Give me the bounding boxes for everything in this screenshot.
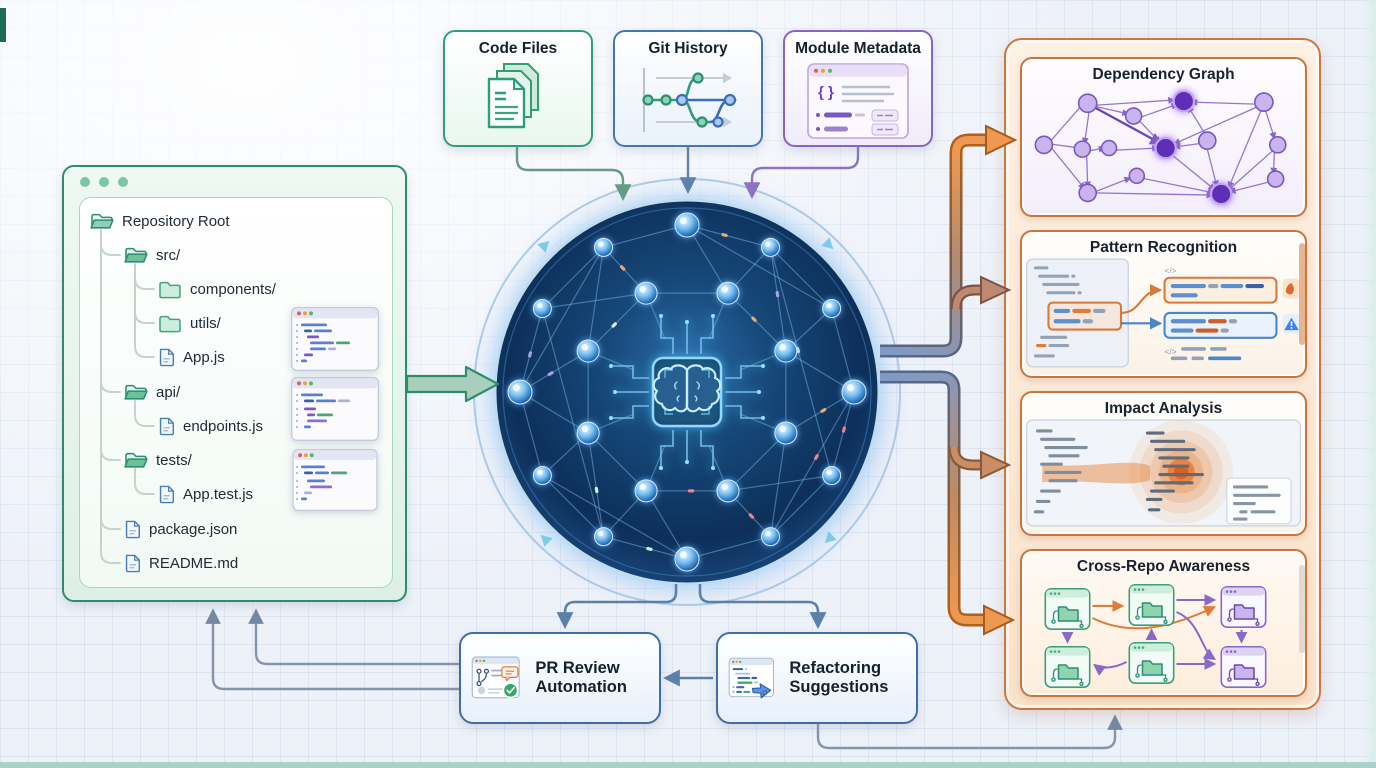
output-card-cross-repo-awareness[interactable]: Cross-Repo Awareness <box>1020 549 1307 697</box>
folder-icon <box>158 279 182 299</box>
file-icon <box>158 485 175 504</box>
folder-open-icon <box>90 211 114 231</box>
card-title: Module Metadata <box>795 40 921 57</box>
action-card-pr-review-automation[interactable]: PR Review Automation <box>459 632 661 724</box>
neural-network-edges <box>519 224 855 560</box>
file-icon <box>158 417 175 436</box>
highlighted-node <box>1154 89 1233 206</box>
arrow-pr-review-to-repo-2 <box>205 608 459 691</box>
code-tag-icon: </> <box>1165 266 1177 276</box>
brace-glyph: { } <box>818 84 834 101</box>
card-title: Impact Analysis <box>1104 400 1223 417</box>
impact-beam <box>1042 462 1151 484</box>
card-title: Pattern Recognition <box>1089 239 1238 256</box>
folder-icon <box>124 245 148 265</box>
rotation-arrow-icon <box>537 237 837 547</box>
pr-review-icon <box>471 656 520 699</box>
code-snippet-preview <box>291 449 379 511</box>
input-card-git-history[interactable]: Git History <box>613 30 763 147</box>
repo-node-icon <box>1220 646 1267 688</box>
cross-repo-illustration <box>1044 584 1267 688</box>
page-edge <box>0 762 1376 768</box>
tree-item-readme-md[interactable]: README.md <box>124 550 238 576</box>
tree-item-repository-root[interactable]: Repository Root <box>90 208 230 234</box>
window-traffic-lights-icon <box>80 177 128 187</box>
cpu-chip-icon <box>609 314 765 470</box>
input-card-module-metadata[interactable]: Module Metadata { } <box>783 30 933 147</box>
repo-node-icon <box>1044 646 1091 688</box>
refactoring-icon <box>728 657 774 699</box>
pipe-branch-to-impact-analysis <box>948 446 1012 480</box>
panel-scroll-hint[interactable] <box>1299 565 1305 653</box>
input-card-code-files[interactable]: Code Files <box>443 30 593 147</box>
output-card-dependency-graph[interactable]: Dependency Graph <box>1020 57 1307 217</box>
tree-item-app-test-js[interactable]: App.test.js <box>158 481 253 507</box>
brain-icon <box>652 364 722 413</box>
file-icon <box>124 520 141 539</box>
impact-detail-panel <box>1226 477 1292 525</box>
folder-icon <box>124 382 148 402</box>
file-icon <box>158 348 175 367</box>
page-edge <box>0 8 6 42</box>
tree-item-tests[interactable]: tests/ <box>124 447 192 473</box>
tree-item-utils[interactable]: utils/ <box>158 310 221 336</box>
approved-check-icon <box>502 682 519 699</box>
output-card-pattern-recognition[interactable]: Pattern Recognition </> <box>1020 230 1307 378</box>
tree-item-app-js[interactable]: App.js <box>158 344 225 370</box>
impact-analysis-illustration <box>1025 419 1302 527</box>
repo-node-icon <box>1220 586 1267 628</box>
pattern-match-snippet <box>1163 276 1278 304</box>
circuit-traces <box>613 318 761 466</box>
tree-item-api[interactable]: api/ <box>124 379 180 405</box>
tree-item-package-json[interactable]: package.json <box>124 516 237 542</box>
pull-request-icon <box>476 668 490 687</box>
tree-item-components[interactable]: components/ <box>158 276 276 302</box>
pattern-recognition-illustration: </> </> <box>1026 258 1301 368</box>
card-title: Dependency Graph <box>1092 66 1235 83</box>
file-icon <box>124 554 141 573</box>
highlighted-code-region <box>1047 301 1123 331</box>
code-snippet-preview <box>291 377 379 441</box>
folder-icon <box>124 450 148 470</box>
panel-scroll-hint[interactable] <box>1299 243 1305 345</box>
repo-node-icon <box>1128 642 1175 684</box>
code-snippet-preview <box>291 307 379 371</box>
module-metadata-icon: { } <box>807 63 909 139</box>
tree-item-src[interactable]: src/ <box>124 242 180 268</box>
code-files-icon <box>487 63 539 129</box>
neural-network-nodes <box>507 212 867 572</box>
ai-analysis-core <box>473 178 901 606</box>
action-card-refactoring-suggestions[interactable]: Refactoring Suggestions <box>716 632 918 724</box>
folder-icon <box>158 313 182 333</box>
card-title: Code Files <box>478 40 558 57</box>
dependency-graph-illustration <box>1034 89 1287 206</box>
tree-connector-lines <box>100 229 155 564</box>
action-label: PR Review Automation <box>535 658 627 696</box>
arrow-pr-review-to-repo <box>248 608 459 666</box>
card-title: Git History <box>648 40 728 57</box>
tree-item-endpoints-js[interactable]: endpoints.js <box>158 413 263 439</box>
output-card-impact-analysis[interactable]: Impact Analysis <box>1020 391 1307 536</box>
pattern-match-snippet <box>1163 311 1278 339</box>
action-label: Refactoring Suggestions <box>789 658 889 696</box>
code-tag-icon: </> <box>1165 346 1177 356</box>
review-comment-icon <box>501 666 519 682</box>
outputs-panel: Dependency Graph <box>1004 38 1321 710</box>
card-title: Cross-Repo Awareness <box>1076 558 1251 575</box>
git-history-icon <box>642 68 738 132</box>
page-edge <box>1363 0 1376 768</box>
repo-node-icon <box>1044 588 1091 630</box>
pipe-branch-to-pattern-recognition <box>950 275 1012 310</box>
repo-node-icon <box>1128 584 1175 626</box>
